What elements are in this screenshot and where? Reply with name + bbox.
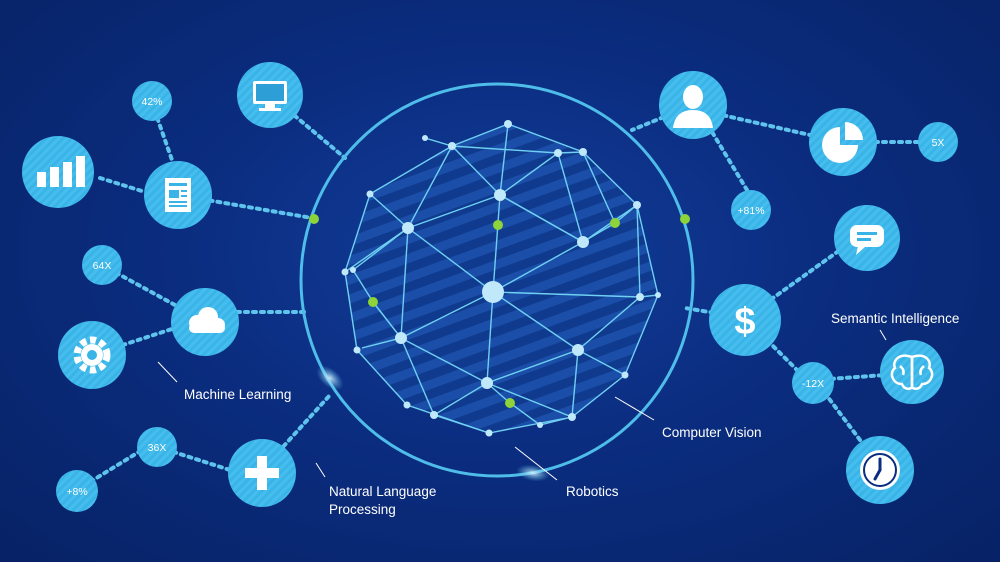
dollar-node: $: [709, 284, 781, 356]
document-node: [144, 161, 212, 229]
person-icon: [673, 85, 713, 128]
dollar-icon: $: [734, 301, 755, 343]
globe-body: [345, 124, 658, 433]
cloud-node: [171, 288, 239, 356]
chat-node: [834, 205, 900, 271]
globe-nodes: [341, 120, 661, 437]
plus-node: [228, 439, 296, 507]
badge-64x: 64X: [82, 245, 122, 285]
brain-node: [880, 340, 944, 404]
chat-bubble-icon: [850, 225, 884, 255]
plus-icon: [245, 456, 279, 490]
svg-text:42%: 42%: [141, 96, 162, 108]
clock-node: [846, 436, 914, 504]
ring-glow: [316, 365, 344, 391]
cloud-icon: [189, 307, 225, 333]
pie-chart-node: [809, 108, 877, 176]
monitor-icon: [253, 81, 287, 111]
clock-icon: [860, 450, 900, 490]
ring-glow: [516, 464, 550, 482]
badge-5x: 5X: [918, 122, 958, 162]
outer-ring: [299, 82, 695, 478]
document-icon: [165, 178, 191, 212]
label-leaders: [157, 329, 887, 481]
svg-text:-12X: -12X: [802, 378, 824, 390]
svg-text:5X: 5X: [932, 137, 945, 149]
badge-81: +81%: [731, 190, 771, 230]
badge-42: 42%: [132, 81, 172, 121]
svg-text:+81%: +81%: [737, 205, 764, 217]
person-node: [659, 71, 727, 139]
bar-chart-icon: [37, 156, 85, 187]
gear-node: [58, 321, 126, 389]
svg-text:+8%: +8%: [66, 486, 87, 498]
monitor-node: [237, 62, 303, 128]
label-nlp-line1: Natural Language: [329, 484, 436, 499]
badge-8: +8%: [56, 470, 98, 512]
brain-icon: [890, 354, 934, 390]
label-machine-learning: Machine Learning: [184, 387, 291, 402]
label-nlp-line2: Processing: [329, 502, 396, 517]
bar-chart-node: [22, 136, 94, 208]
svg-text:36X: 36X: [148, 442, 167, 454]
badge-minus-12x: -12X: [792, 362, 834, 404]
label-robotics: Robotics: [566, 484, 619, 499]
pie-chart-icon: [822, 122, 863, 163]
label-computer-vision: Computer Vision: [662, 425, 762, 440]
gear-icon: [73, 336, 111, 374]
label-semantic-intelligence: Semantic Intelligence: [831, 311, 959, 326]
svg-text:64X: 64X: [93, 260, 112, 272]
badge-36x: 36X: [137, 427, 177, 467]
green-nodes: [309, 214, 690, 408]
